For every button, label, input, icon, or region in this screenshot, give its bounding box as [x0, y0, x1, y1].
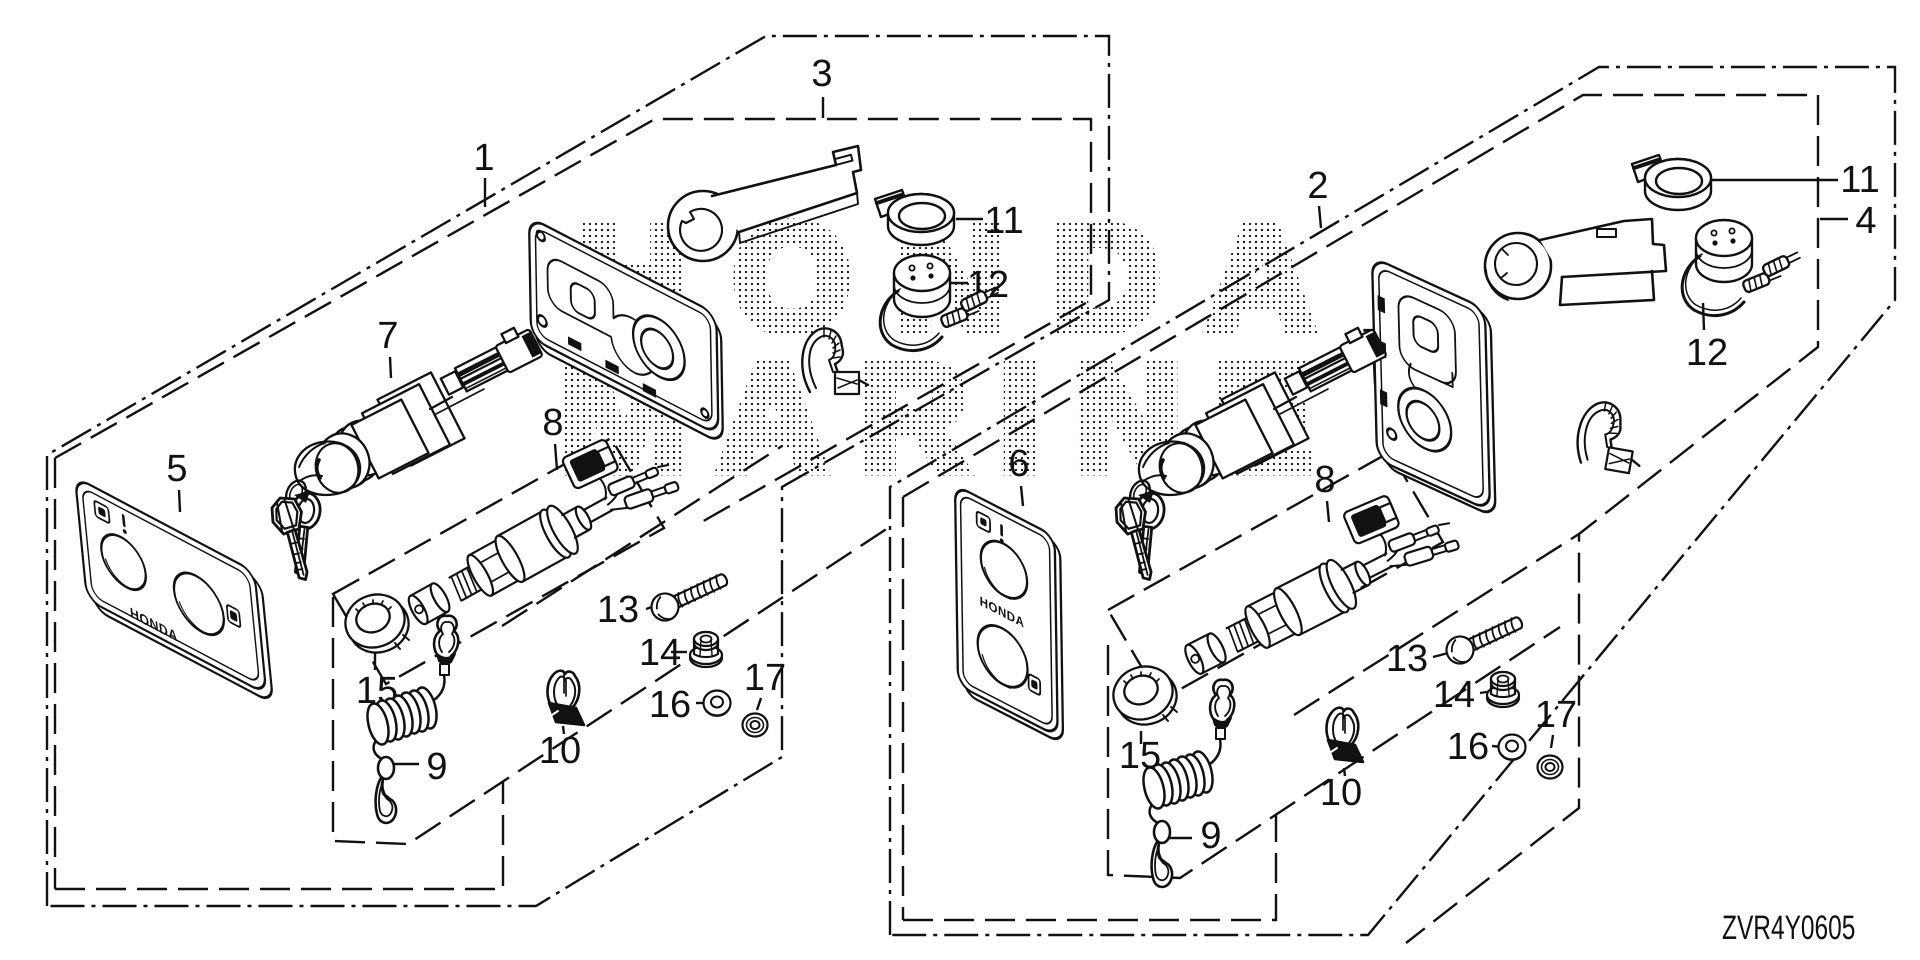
svg-text:17: 17: [744, 657, 786, 699]
svg-text:14: 14: [1433, 674, 1475, 716]
svg-text:9: 9: [1200, 815, 1221, 857]
svg-text:17: 17: [1535, 694, 1577, 736]
svg-text:10: 10: [539, 730, 581, 772]
svg-text:7: 7: [377, 315, 398, 357]
svg-text:13: 13: [597, 589, 639, 631]
svg-text:4: 4: [1855, 200, 1876, 242]
svg-text:10: 10: [1320, 772, 1362, 814]
svg-text:11: 11: [1840, 159, 1879, 201]
svg-text:11: 11: [984, 200, 1023, 242]
svg-text:16: 16: [649, 684, 691, 726]
svg-text:13: 13: [1386, 638, 1428, 680]
svg-text:6: 6: [1008, 443, 1029, 485]
svg-text:2: 2: [1307, 165, 1328, 207]
svg-text:16: 16: [1447, 726, 1489, 768]
svg-text:14: 14: [639, 632, 681, 674]
svg-text:12: 12: [1686, 332, 1728, 374]
svg-text:1: 1: [473, 137, 494, 179]
svg-text:5: 5: [166, 448, 187, 490]
svg-text:9: 9: [426, 746, 447, 788]
svg-text:3: 3: [811, 53, 832, 95]
svg-text:8: 8: [1314, 459, 1335, 501]
svg-text:ZVR4Y0605: ZVR4Y0605: [1722, 909, 1855, 947]
svg-text:8: 8: [542, 402, 563, 444]
